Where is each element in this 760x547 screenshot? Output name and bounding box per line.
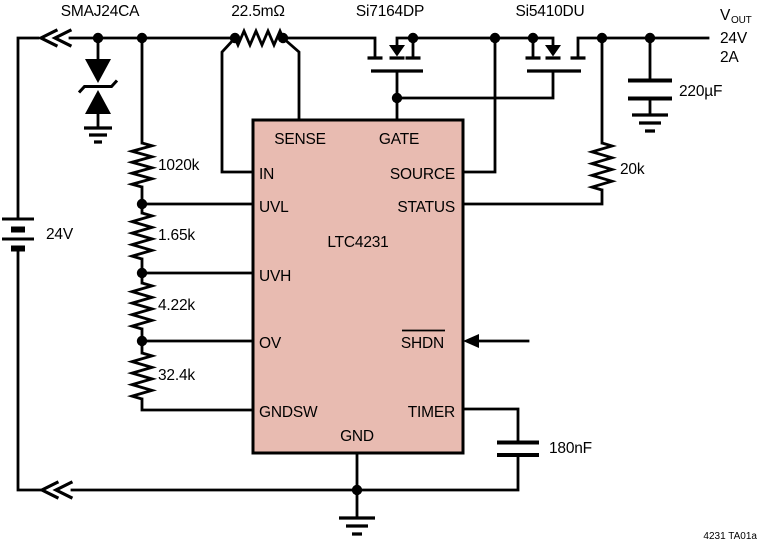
tvs-label: SMAJ24CA	[61, 3, 140, 20]
input-connector-icon	[37, 28, 73, 48]
pin-timer-label: TIMER	[408, 404, 455, 421]
output-capacitor-label: 220µF	[679, 83, 722, 100]
status-pullup-20k	[587, 141, 617, 192]
divider-r3-label: 4.22k	[158, 297, 195, 314]
pin-gndsw-label: GNDSW	[259, 404, 318, 421]
gnd-ground-icon	[339, 516, 375, 536]
vout-current-label: 2A	[720, 49, 739, 66]
output-ground-icon	[632, 113, 668, 133]
pin-in-label: IN	[259, 166, 274, 183]
status-pullup-label: 20k	[620, 161, 645, 178]
figure-note: 4231 TA01a	[703, 531, 757, 542]
pin-gate-label: GATE	[379, 131, 419, 148]
divider-r2-label: 1.65k	[158, 227, 195, 244]
divider-r3-4.22k	[126, 281, 158, 331]
tvs-diode-symbol	[77, 59, 119, 114]
component-labels: SMAJ24CA 22.5mΩ Si7164DP Si5410DU V OUT …	[46, 3, 757, 542]
output-capacitor-symbol	[628, 78, 672, 101]
divider-r1-1020k	[126, 141, 158, 189]
divider-r1-label: 1020k	[158, 157, 200, 174]
vout-subscript: OUT	[731, 15, 752, 26]
timer-capacitor-symbol	[497, 440, 539, 457]
ic-pin-labels: SENSE GATE IN SOURCE UVL STATUS LTC4231 …	[259, 131, 455, 445]
vout-voltage-label: 24V	[720, 30, 748, 47]
timer-capacitor-label: 180nF	[549, 440, 592, 457]
pin-uvh-label: UVH	[259, 268, 291, 285]
shdn-arrow-icon	[463, 334, 479, 348]
mosfet1-body-diode-icon	[389, 45, 405, 57]
pin-status-label: STATUS	[397, 199, 455, 216]
junction-dots	[92, 32, 656, 496]
battery-label: 24V	[46, 226, 74, 243]
return-connector-icon	[38, 480, 74, 500]
vout-label: V	[720, 7, 731, 24]
mosfet2-body-diode-icon	[545, 45, 561, 57]
resistors	[126, 27, 617, 401]
pin-uvl-label: UVL	[259, 199, 289, 216]
ic-body	[251, 118, 465, 455]
sense-resistor-label: 22.5mΩ	[231, 3, 284, 20]
pin-gnd-label: GND	[340, 428, 374, 445]
divider-r4-label: 32.4k	[158, 367, 195, 384]
pin-ov-label: OV	[259, 335, 282, 352]
tvs-ground-icon	[84, 126, 112, 144]
pin-shdn-label: SHDN	[401, 335, 444, 352]
pin-sense-label: SENSE	[274, 131, 326, 148]
pin-source-label: SOURCE	[390, 166, 455, 183]
divider-r2-1.65k	[126, 211, 158, 261]
divider-r4-32.4k	[126, 351, 158, 401]
mosfet2-label: Si5410DU	[515, 3, 584, 20]
mosfet2-symbol	[525, 45, 586, 73]
mosfet1-label: Si7164DP	[356, 3, 424, 20]
battery-symbol	[2, 217, 34, 252]
mosfet1-symbol	[367, 45, 423, 73]
ic-part-number: LTC4231	[327, 234, 388, 251]
sense-resistor-22.5mohm	[233, 27, 285, 49]
